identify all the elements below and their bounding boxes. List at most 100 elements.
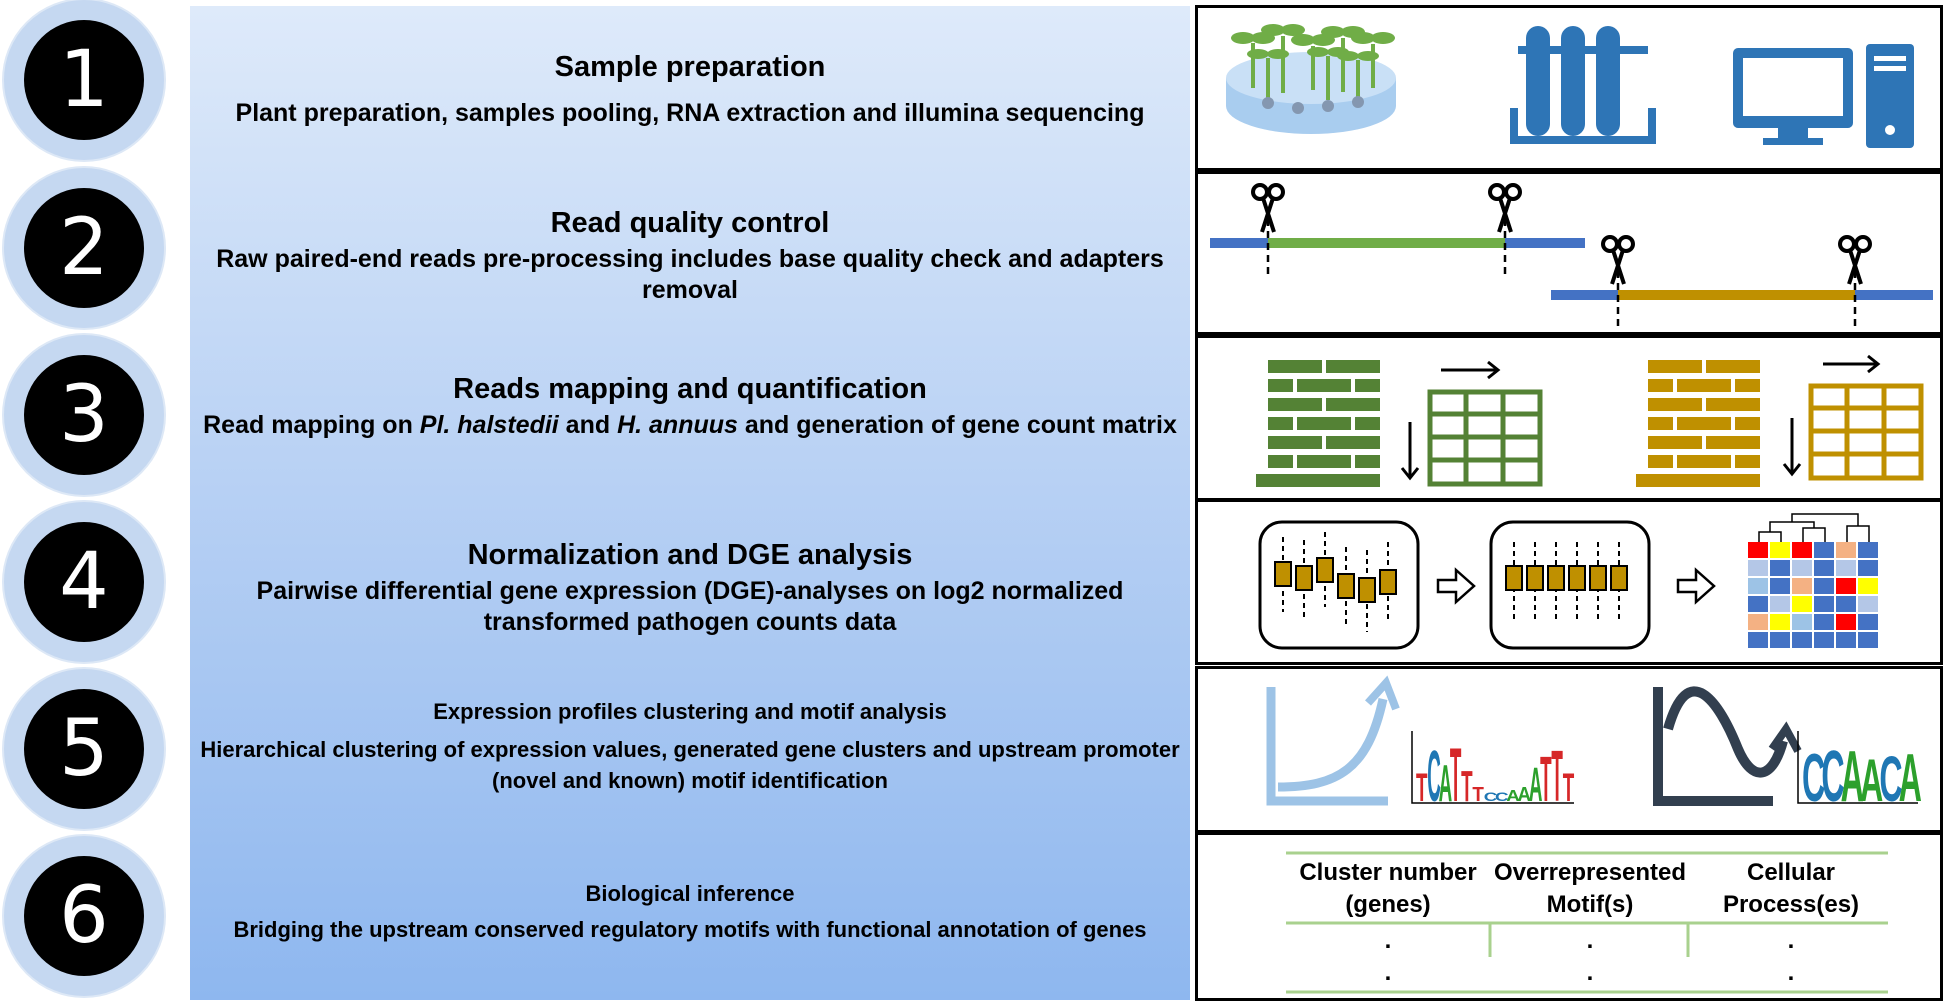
heatmap-cell	[1836, 542, 1856, 558]
host-species: H. annuus	[617, 411, 738, 439]
heatmap-cell	[1748, 596, 1768, 612]
heatmap-cell	[1748, 614, 1768, 630]
heatmap-cell	[1770, 596, 1790, 612]
motif-letter: A	[1518, 783, 1532, 806]
step-title: Read quality control	[550, 207, 830, 239]
motif-letter: T	[1416, 765, 1427, 810]
rising-curve-icon	[1266, 675, 1400, 806]
step-circle-6: 6	[2, 834, 166, 998]
steps-text-band	[190, 6, 1190, 1000]
logo-axis	[1411, 731, 1574, 804]
read-trimming-diagram	[1210, 183, 1933, 328]
step-title: Expression profiles clustering and motif…	[433, 699, 947, 724]
arrow-right-icon	[1676, 567, 1716, 605]
boxplot-icon	[1489, 520, 1651, 650]
normalization-diagram	[1258, 513, 1878, 650]
dendrogram	[1758, 513, 1870, 542]
motif-letter: T	[1540, 743, 1552, 815]
heatmap-cell	[1770, 614, 1790, 630]
motif-letter: A	[1841, 736, 1864, 816]
test-tubes-icon	[1510, 26, 1656, 144]
heatmap-cell	[1836, 596, 1856, 612]
motif-letter: C	[1802, 741, 1825, 816]
step-description: Bridging the upstream conserved regulato…	[233, 917, 1147, 942]
step-1-text: Sample preparation Plant preparation, sa…	[190, 50, 1190, 129]
step-5-text: Expression profiles clustering and motif…	[190, 698, 1190, 796]
heatmap-cell	[1858, 614, 1878, 630]
motif-letter: T	[1450, 732, 1462, 817]
heatmap-cell	[1836, 560, 1856, 576]
panel-read-mapping	[1195, 335, 1943, 501]
step-title: Biological inference	[585, 881, 795, 906]
heatmap-cell	[1770, 560, 1790, 576]
heatmap-cell	[1770, 542, 1790, 558]
table-cell: .	[1384, 959, 1392, 986]
heatmap-cell	[1770, 632, 1790, 648]
table-cell: .	[1787, 959, 1795, 986]
read-1-insert	[1268, 238, 1505, 248]
motif-letter: C	[1879, 743, 1902, 815]
table-header-motif: Overrepresented Motif(s)	[1493, 859, 1687, 918]
heatmap-cell	[1858, 632, 1878, 648]
motif-letter: A	[1860, 747, 1883, 814]
arrow-icon	[1782, 354, 1881, 477]
step-2-text: Read quality control Raw paired-end read…	[190, 206, 1190, 306]
step-6-text: Biological inference Bridging the upstre…	[190, 880, 1190, 945]
heatmap-cell	[1836, 632, 1856, 648]
count-matrix-icon	[1808, 383, 1924, 481]
heatmap-cell	[1748, 632, 1768, 648]
motif-letter: A	[1529, 758, 1543, 812]
heatmap-cell	[1792, 542, 1812, 558]
heatmap-cell	[1814, 560, 1834, 576]
step-4-text: Normalization and DGE analysis Pairwise …	[190, 538, 1190, 638]
heatmap-cell	[1792, 560, 1812, 576]
mapping-diagram	[1256, 354, 1924, 487]
heatmap-cell	[1858, 560, 1878, 576]
heatmap-cell	[1836, 578, 1856, 594]
step-description: Raw paired-end reads pre-processing incl…	[216, 245, 1164, 304]
step-title: Sample preparation	[554, 51, 826, 83]
oscillation-curve-icon	[1653, 686, 1802, 806]
panel-read-quality-control	[1195, 171, 1943, 335]
panel-biological-inference: Cluster number (genes) Overrepresented M…	[1195, 832, 1943, 1001]
genome-bricks-icon	[1636, 360, 1760, 487]
arrow-icon	[1400, 360, 1501, 481]
panel-normalization	[1195, 499, 1943, 665]
step-circle-3: 3	[2, 333, 166, 497]
heatmap-cell	[1814, 596, 1834, 612]
motif-letter: T	[1472, 783, 1484, 806]
motif-letter: C	[1821, 736, 1844, 816]
motif-letter: C	[1427, 737, 1441, 818]
arrow-right-icon	[1436, 567, 1476, 605]
motif-letter: A	[1506, 786, 1520, 804]
heatmap-icon	[1748, 513, 1878, 648]
inference-table-lines	[1286, 851, 1888, 994]
heatmap-cell	[1858, 578, 1878, 594]
read-2-insert	[1618, 290, 1855, 300]
step-number: 4	[24, 522, 144, 642]
heatmap-cell	[1858, 596, 1878, 612]
step-description: Read mapping on Pl. halstedii and H. ann…	[190, 410, 1190, 441]
step-number: 3	[24, 355, 144, 475]
pathogen-species: Pl. halstedii	[419, 411, 559, 439]
motif-letter: T	[1461, 762, 1473, 811]
table-cell: .	[1586, 959, 1594, 986]
heatmap-cell	[1836, 614, 1856, 630]
motif-letter: T	[1563, 765, 1574, 810]
step-number: 6	[24, 856, 144, 976]
step-circle-4: 4	[2, 500, 166, 664]
computer-icon	[1733, 44, 1914, 148]
table-cell: .	[1787, 927, 1795, 954]
logo-axis	[1797, 731, 1918, 804]
heatmap-cell	[1858, 542, 1878, 558]
heatmap-cell	[1770, 578, 1790, 594]
motif-letter: A	[1439, 756, 1453, 813]
heatmap-cell	[1792, 614, 1812, 630]
table-header-cluster: Cluster number (genes)	[1299, 859, 1477, 918]
step-title: Reads mapping and quantification	[453, 373, 927, 405]
heatmap-cell	[1792, 632, 1812, 648]
heatmap-cell	[1748, 542, 1768, 558]
